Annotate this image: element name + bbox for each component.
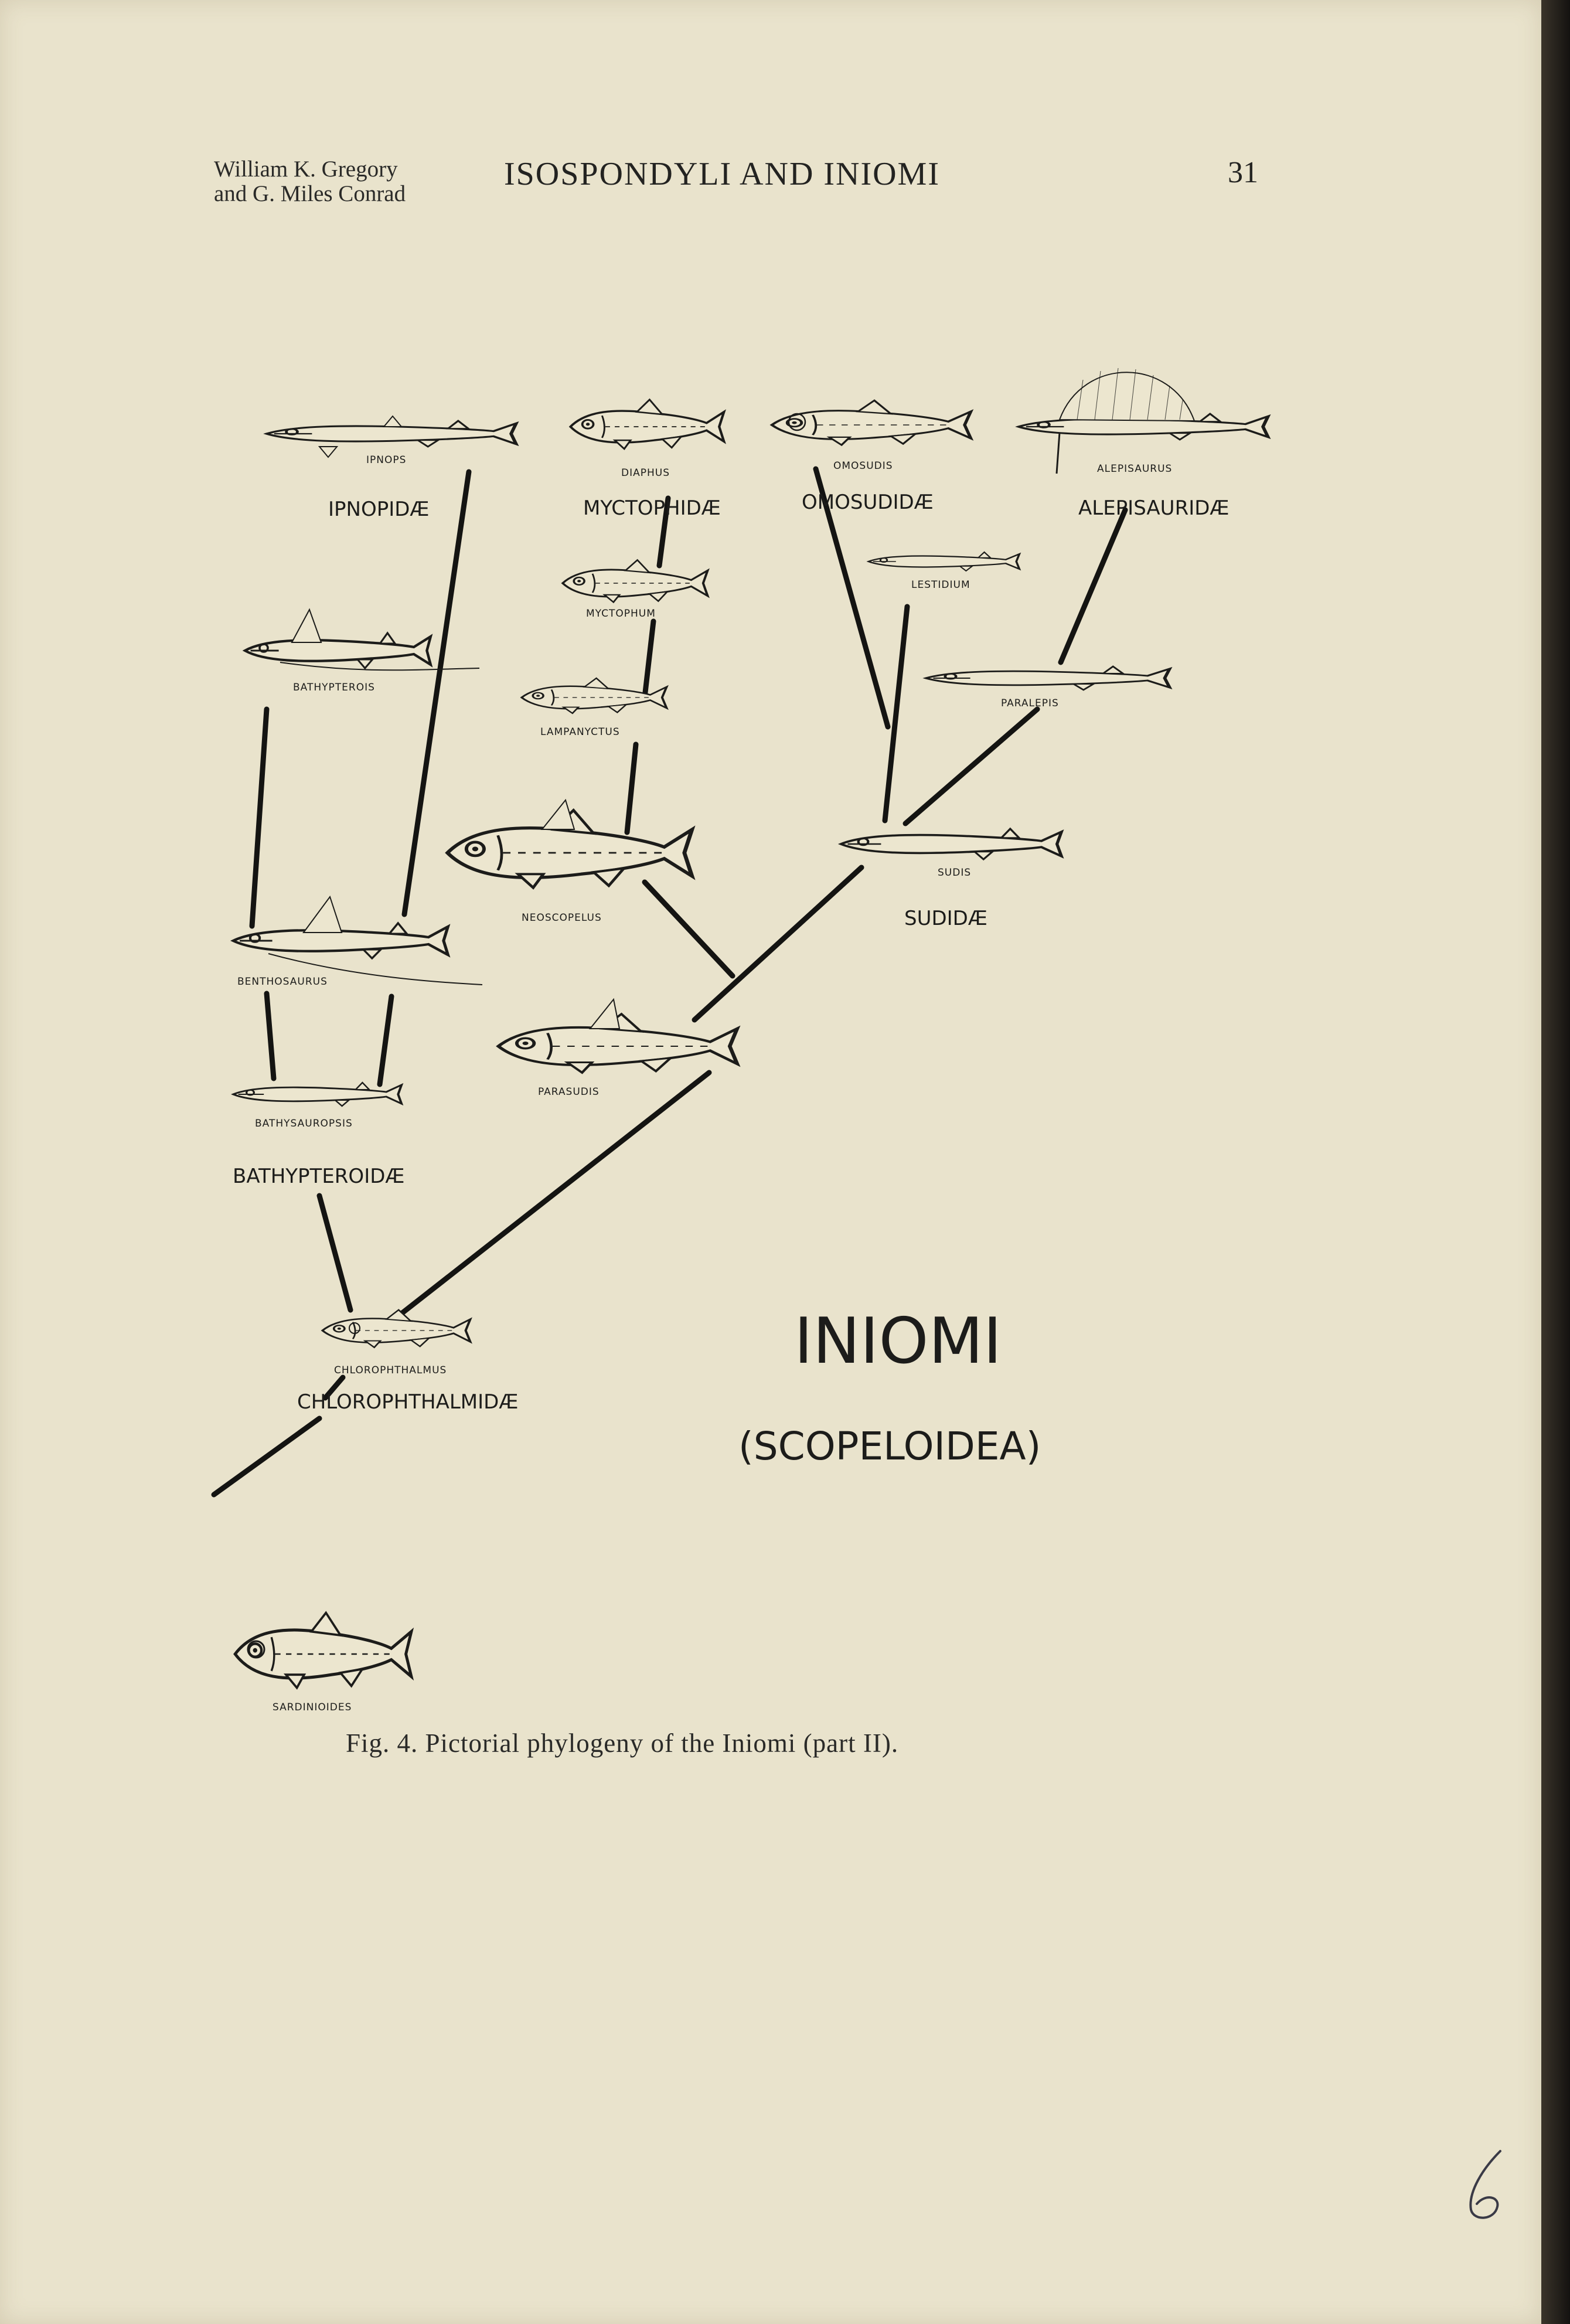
genus-labels: IPNOPS DIAPHUS OMOSUDIS ALEPISAURUS MYCT…	[237, 454, 1172, 1713]
label-chlorophthalmidae: CHLOROPHTHALMIDÆ	[297, 1390, 518, 1414]
label-paralepis: PARALEPIS	[1001, 697, 1059, 709]
branch-trunk-base	[211, 1416, 322, 1498]
ipnops-fish	[267, 415, 516, 458]
label-lestidium: LESTIDIUM	[911, 579, 970, 591]
omosudis-fish	[772, 400, 971, 445]
label-sudis: SUDIS	[938, 867, 971, 879]
running-header-title: ISOSPONDYLI AND INIOMI	[504, 156, 940, 192]
branch-myctophum-upper	[642, 618, 656, 700]
phylogeny-figure: IPNOPIDÆ MYCTOPHIDÆ OMOSUDIDÆ ALEPISAURI…	[211, 368, 1541, 1713]
myctophum-fish	[563, 560, 707, 602]
sardinioides-fish	[235, 1613, 411, 1688]
branch-sudid-trunk	[903, 706, 1040, 826]
paralepis-fish	[926, 666, 1170, 690]
bathypterois-fish	[245, 608, 480, 671]
fish-illustrations	[233, 368, 1268, 1688]
label-sudidae: SUDIDÆ	[904, 907, 987, 930]
label-ipnops: IPNOPS	[366, 454, 406, 466]
chlorophthalmus-fish	[322, 1310, 470, 1348]
benthosaurus-fish	[233, 895, 483, 985]
group-subtitle: (SCOPELOIDEA)	[738, 1424, 1041, 1469]
branch-to-ipnops	[401, 469, 472, 917]
label-ipnopidae: IPNOPIDÆ	[328, 498, 430, 521]
label-alepisaurus: ALEPISAURUS	[1097, 463, 1172, 475]
label-omosudidae: OMOSUDIDÆ	[802, 491, 934, 514]
branch-diaphus	[656, 495, 671, 569]
diaphus-fish	[570, 400, 724, 449]
branch-to-omosudis	[813, 466, 891, 730]
label-neoscopelus: NEOSCOPELUS	[522, 912, 602, 924]
label-myctophidae: MYCTOPHIDÆ	[583, 496, 721, 520]
branch-to-alepisaurus	[1058, 507, 1128, 665]
authors-line-2: and G. Miles Conrad	[214, 181, 406, 206]
label-lampanyctus: LAMPANYCTUS	[540, 726, 620, 738]
branch-chlorophthalmus-to-bathypteroid	[316, 1193, 353, 1313]
label-sardinioides: SARDINIOIDES	[273, 1702, 352, 1713]
figure-caption: Fig. 4. Pictorial phylogeny of the Iniom…	[346, 1728, 899, 1758]
handwritten-mark-text: 6	[1450, 2145, 1451, 2146]
group-title: INIOMI	[794, 1305, 1002, 1378]
label-parasudis: PARASUDIS	[538, 1086, 600, 1098]
branch-to-neoscopelus	[692, 865, 864, 1023]
label-chlorophthalmus: CHLOROPHTHALMUS	[334, 1365, 447, 1376]
branch-chlorophthalmid-stub	[322, 1374, 346, 1401]
branch-bathypteroid-right	[377, 993, 394, 1087]
authors-line-1: William K. Gregory	[214, 156, 398, 182]
running-header-authors: William K. Gregory and G. Miles Conrad	[214, 157, 460, 206]
label-diaphus: DIAPHUS	[621, 467, 670, 479]
lestidium-fish	[867, 551, 1021, 572]
neoscopelus-fish	[448, 798, 692, 887]
alepisaurus-fish	[1019, 368, 1268, 474]
branch-main-trunk	[396, 1070, 712, 1319]
page-edge-shadow	[1541, 0, 1570, 2324]
page-number: 31	[1228, 156, 1258, 189]
label-omosudis: OMOSUDIS	[833, 460, 893, 472]
label-myctophum: MYCTOPHUM	[586, 608, 656, 620]
branch-bathypteroid-left	[264, 991, 277, 1081]
bathysauropsis-fish	[233, 1083, 401, 1106]
phylogeny-branches	[211, 466, 1128, 1498]
family-labels: IPNOPIDÆ MYCTOPHIDÆ OMOSUDIDÆ ALEPISAURI…	[233, 491, 1230, 1414]
label-bathypterois: BATHYPTEROIS	[293, 682, 375, 693]
label-bathypteroidae: BATHYPTEROIDÆ	[233, 1165, 405, 1188]
branch-bathypterois	[249, 706, 270, 929]
branch-to-myctophid	[642, 879, 735, 979]
parasudis-fish	[498, 998, 737, 1073]
sudis-fish	[841, 829, 1061, 859]
branch-to-lestidium	[882, 604, 910, 824]
branch-myctophum-lampanyctus	[624, 741, 639, 835]
handwritten-page-mark: 6	[1450, 2145, 1501, 2219]
label-alepisauridae: ALEPISAURIDÆ	[1078, 496, 1230, 520]
label-benthosaurus: BENTHOSAURUS	[237, 976, 328, 988]
label-bathysauropsis: BATHYSAUROPSIS	[255, 1118, 353, 1129]
